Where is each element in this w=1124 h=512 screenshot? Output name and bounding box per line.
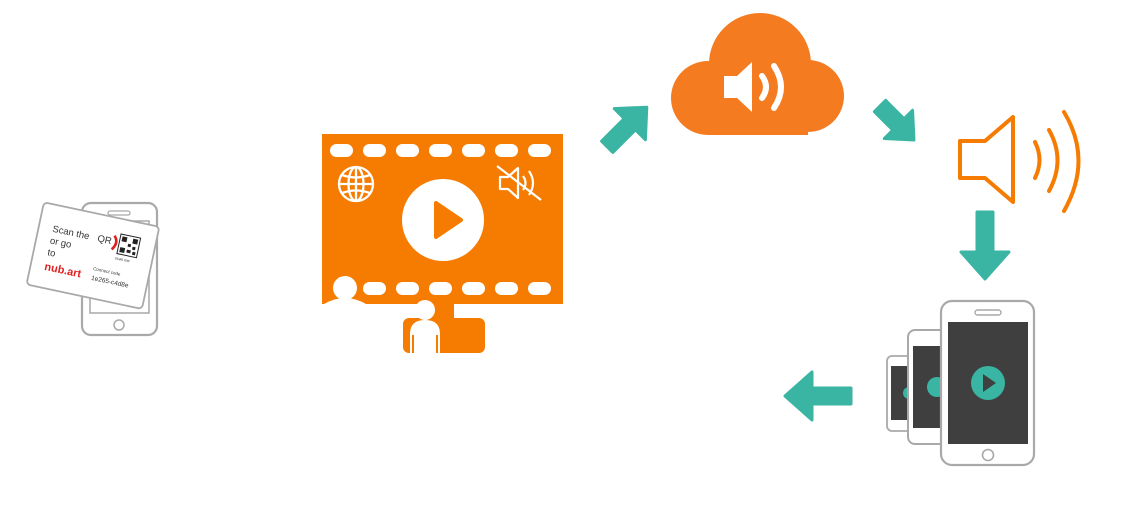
card-qr-label: QR	[96, 233, 112, 247]
card-code-caption: Connect code	[93, 266, 122, 277]
muted-speaker-icon	[496, 165, 542, 201]
multiple-phones-icon	[886, 299, 1036, 467]
qr-small-caption: scan me	[114, 255, 131, 263]
cloud-audio-icon	[671, 13, 844, 135]
card-text-line3: to	[46, 247, 56, 259]
arrow-left-icon	[783, 370, 853, 422]
film-perforations-top	[330, 144, 551, 157]
people-icon	[324, 276, 440, 353]
phone-front	[939, 299, 1036, 467]
arrow-down-icon	[959, 210, 1011, 281]
play-icon	[402, 179, 484, 261]
speaker-sound-icon	[958, 110, 1081, 213]
phone-with-qr-card-icon: Scan the or go to nub.art QR scan me Con…	[26, 201, 160, 337]
qr-card: Scan the or go to nub.art QR scan me Con…	[26, 202, 160, 310]
film-perforations-bottom	[363, 282, 551, 295]
qr-code	[116, 233, 142, 259]
video-monitor-icon	[322, 134, 563, 353]
arrow-down-right-icon	[872, 98, 916, 142]
cloud-speaker-icon	[724, 62, 752, 112]
arrow-up-right-icon	[600, 105, 649, 154]
globe-icon	[337, 165, 375, 203]
card-text-line2: or go	[49, 236, 72, 251]
card-red-mark	[110, 234, 118, 251]
